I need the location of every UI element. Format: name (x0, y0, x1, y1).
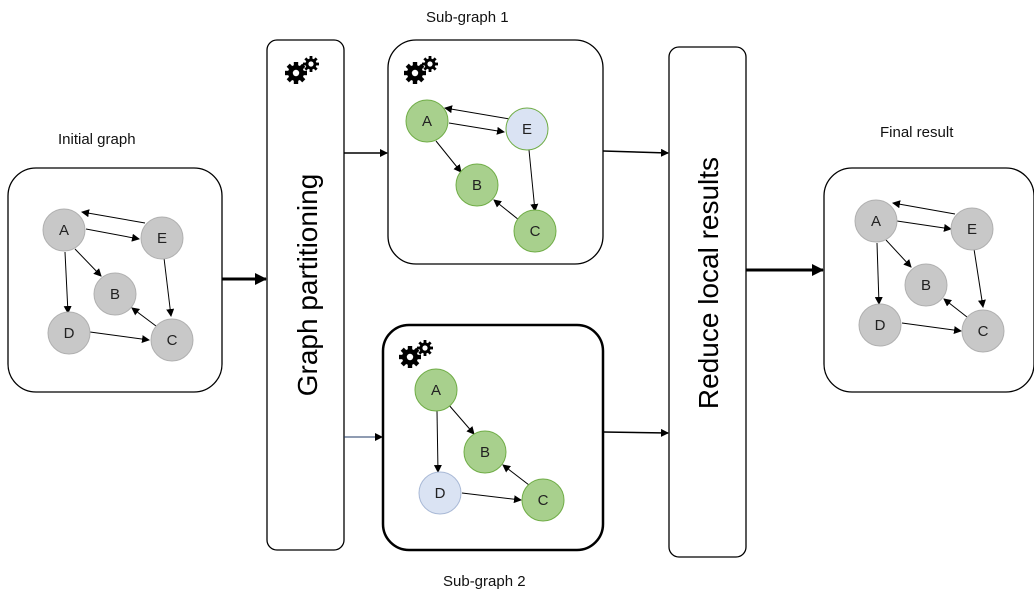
svg-text:D: D (64, 325, 75, 342)
svg-text:A: A (871, 213, 881, 230)
final-result-box: A E B D C (823, 167, 1034, 393)
svg-text:C: C (978, 323, 989, 340)
svg-text:E: E (157, 230, 167, 247)
node-d: D (858, 303, 902, 347)
node-e: E (140, 216, 184, 260)
svg-text:A: A (422, 113, 432, 130)
node-d: D (418, 471, 462, 515)
svg-text:D: D (875, 317, 886, 334)
svg-text:E: E (522, 121, 532, 138)
node-e: E (950, 207, 994, 251)
reduce-results-box: Reduce local results (668, 46, 747, 558)
node-d: D (47, 311, 91, 355)
node-b: B (93, 272, 137, 316)
svg-text:B: B (472, 177, 482, 194)
arrow-from-sub-graph-1 (602, 148, 669, 157)
svg-text:B: B (921, 277, 931, 294)
sub-graph-2-label: Sub-graph 2 (443, 573, 526, 590)
svg-text:A: A (59, 222, 69, 239)
svg-text:C: C (167, 332, 178, 349)
node-a: A (42, 208, 86, 252)
initial-graph-box: A E B D C (7, 167, 223, 393)
svg-text:A: A (431, 382, 441, 399)
node-c: C (513, 209, 557, 253)
sub-graph-1-box: A E B C (387, 39, 604, 265)
sub-graph-1-label: Sub-graph 1 (426, 9, 509, 26)
node-e: E (505, 107, 549, 151)
svg-text:E: E (967, 221, 977, 238)
final-result-label: Final result (880, 124, 954, 141)
node-b: B (904, 263, 948, 307)
svg-text:B: B (110, 286, 120, 303)
svg-text:B: B (480, 444, 490, 461)
graph-partitioning-label: Graph partitioning (292, 174, 323, 397)
node-a: A (414, 368, 458, 412)
node-c: C (150, 318, 194, 362)
node-a: A (854, 199, 898, 243)
initial-graph-label: Initial graph (58, 131, 136, 148)
svg-text:C: C (530, 223, 541, 240)
node-b: B (463, 430, 507, 474)
graph-partitioning-box: Graph partitioning (266, 39, 345, 551)
node-b: B (455, 163, 499, 207)
arrow-from-sub-graph-2 (602, 428, 669, 437)
reduce-results-label: Reduce local results (693, 157, 724, 409)
sub-graph-2-box: A B D C (381, 323, 605, 552)
svg-text:C: C (538, 492, 549, 509)
node-c: C (521, 478, 565, 522)
node-c: C (961, 309, 1005, 353)
svg-text:D: D (435, 485, 446, 502)
node-a: A (405, 99, 449, 143)
